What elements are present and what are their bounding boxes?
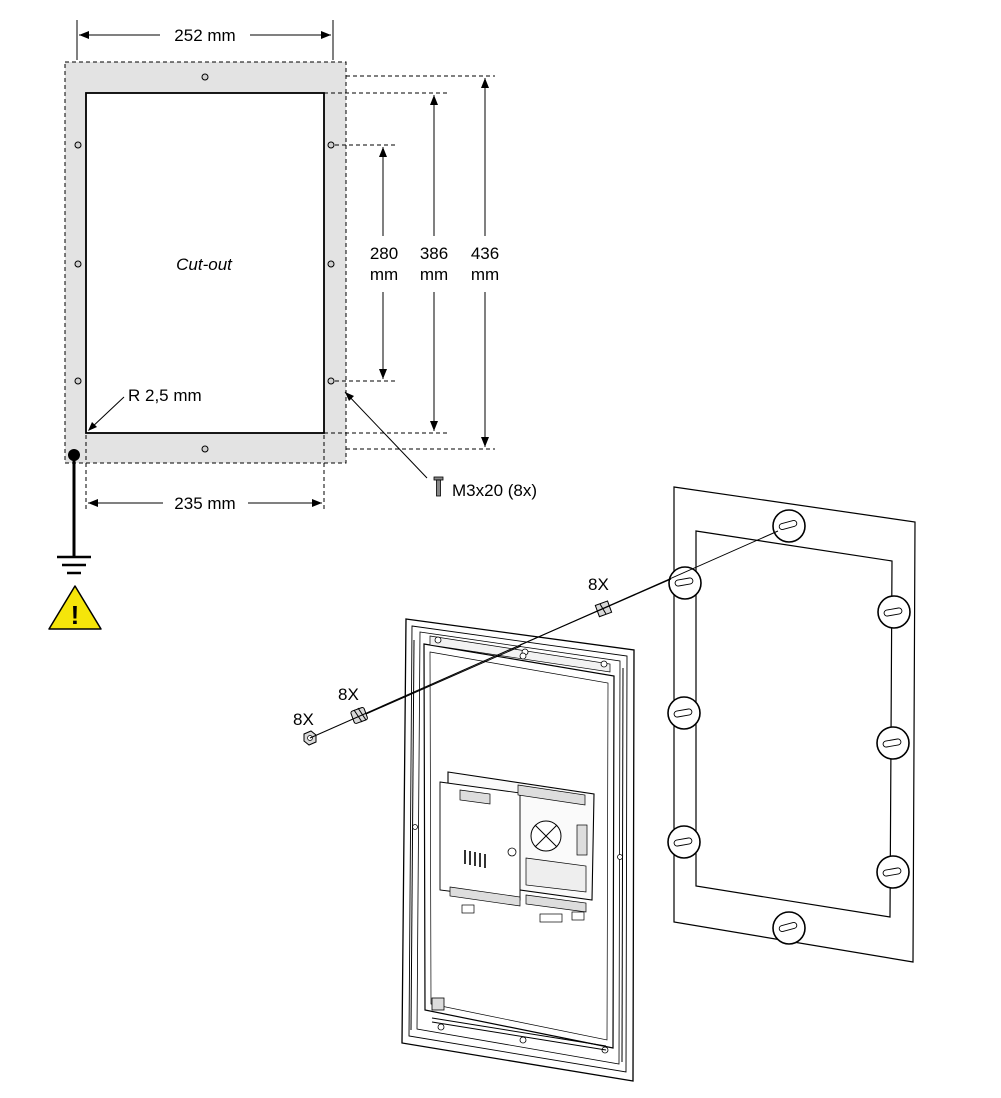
- corner-radius-callout: R 2,5 mm: [88, 386, 202, 431]
- hardware-parts: 8X 8X 8X: [293, 575, 613, 746]
- cutout-drawing: Cut-out 252 mm 235 mm: [48, 20, 537, 630]
- mounting-holes: [74, 73, 335, 453]
- warning-mark: !: [71, 600, 80, 630]
- plate-slots: [673, 519, 903, 933]
- screw-callout: M3x20 (8x): [344, 391, 537, 500]
- cutout-label: Cut-out: [176, 255, 233, 274]
- assembly-axis-lines: [309, 530, 779, 739]
- hole-spacing-dimension: 280 mm: [370, 147, 398, 379]
- cutout-area: [85, 92, 325, 434]
- mounting-plate: [667, 486, 916, 963]
- assembly-exploded-view: 8X 8X 8X: [293, 486, 916, 1082]
- outer-height-value: 436: [471, 244, 499, 263]
- screw-icon: [433, 476, 444, 497]
- mounting-hole: [327, 141, 335, 149]
- hole-spacing-value: 280: [370, 244, 398, 263]
- outer-height-dimension: 436 mm: [471, 78, 499, 447]
- ground-symbol-icon: [57, 555, 91, 575]
- mounting-hole: [74, 141, 82, 149]
- warning-triangle-icon: !: [48, 585, 102, 630]
- corner-radius-label: R 2,5 mm: [128, 386, 202, 405]
- ground-connection: !: [48, 449, 102, 630]
- spacer-qty-label: 8X: [588, 575, 609, 594]
- cutout-height-unit: mm: [420, 265, 448, 284]
- circuit-board: [439, 771, 595, 923]
- mounting-hole: [201, 73, 209, 81]
- cutout-height-value: 386: [420, 244, 448, 263]
- mounting-hole: [327, 377, 335, 385]
- screw-label: M3x20 (8x): [452, 481, 537, 500]
- width-dimension-bottom: 235 mm: [85, 435, 325, 513]
- hole-spacing-unit: mm: [370, 265, 398, 284]
- width-dimension-top: 252 mm: [76, 20, 334, 60]
- nut-qty-label: 8X: [293, 710, 314, 729]
- panel-housing: [401, 618, 635, 1082]
- mounting-hole: [74, 260, 82, 268]
- washer-qty-label: 8X: [338, 685, 359, 704]
- washer-part: [350, 707, 368, 724]
- mounting-hole: [74, 377, 82, 385]
- cutout-height-dimension: 386 mm: [420, 95, 448, 431]
- mounting-hole: [201, 445, 209, 453]
- outer-width-label: 252 mm: [174, 26, 235, 45]
- outer-height-unit: mm: [471, 265, 499, 284]
- cutout-width-label: 235 mm: [174, 494, 235, 513]
- mounting-hole: [327, 260, 335, 268]
